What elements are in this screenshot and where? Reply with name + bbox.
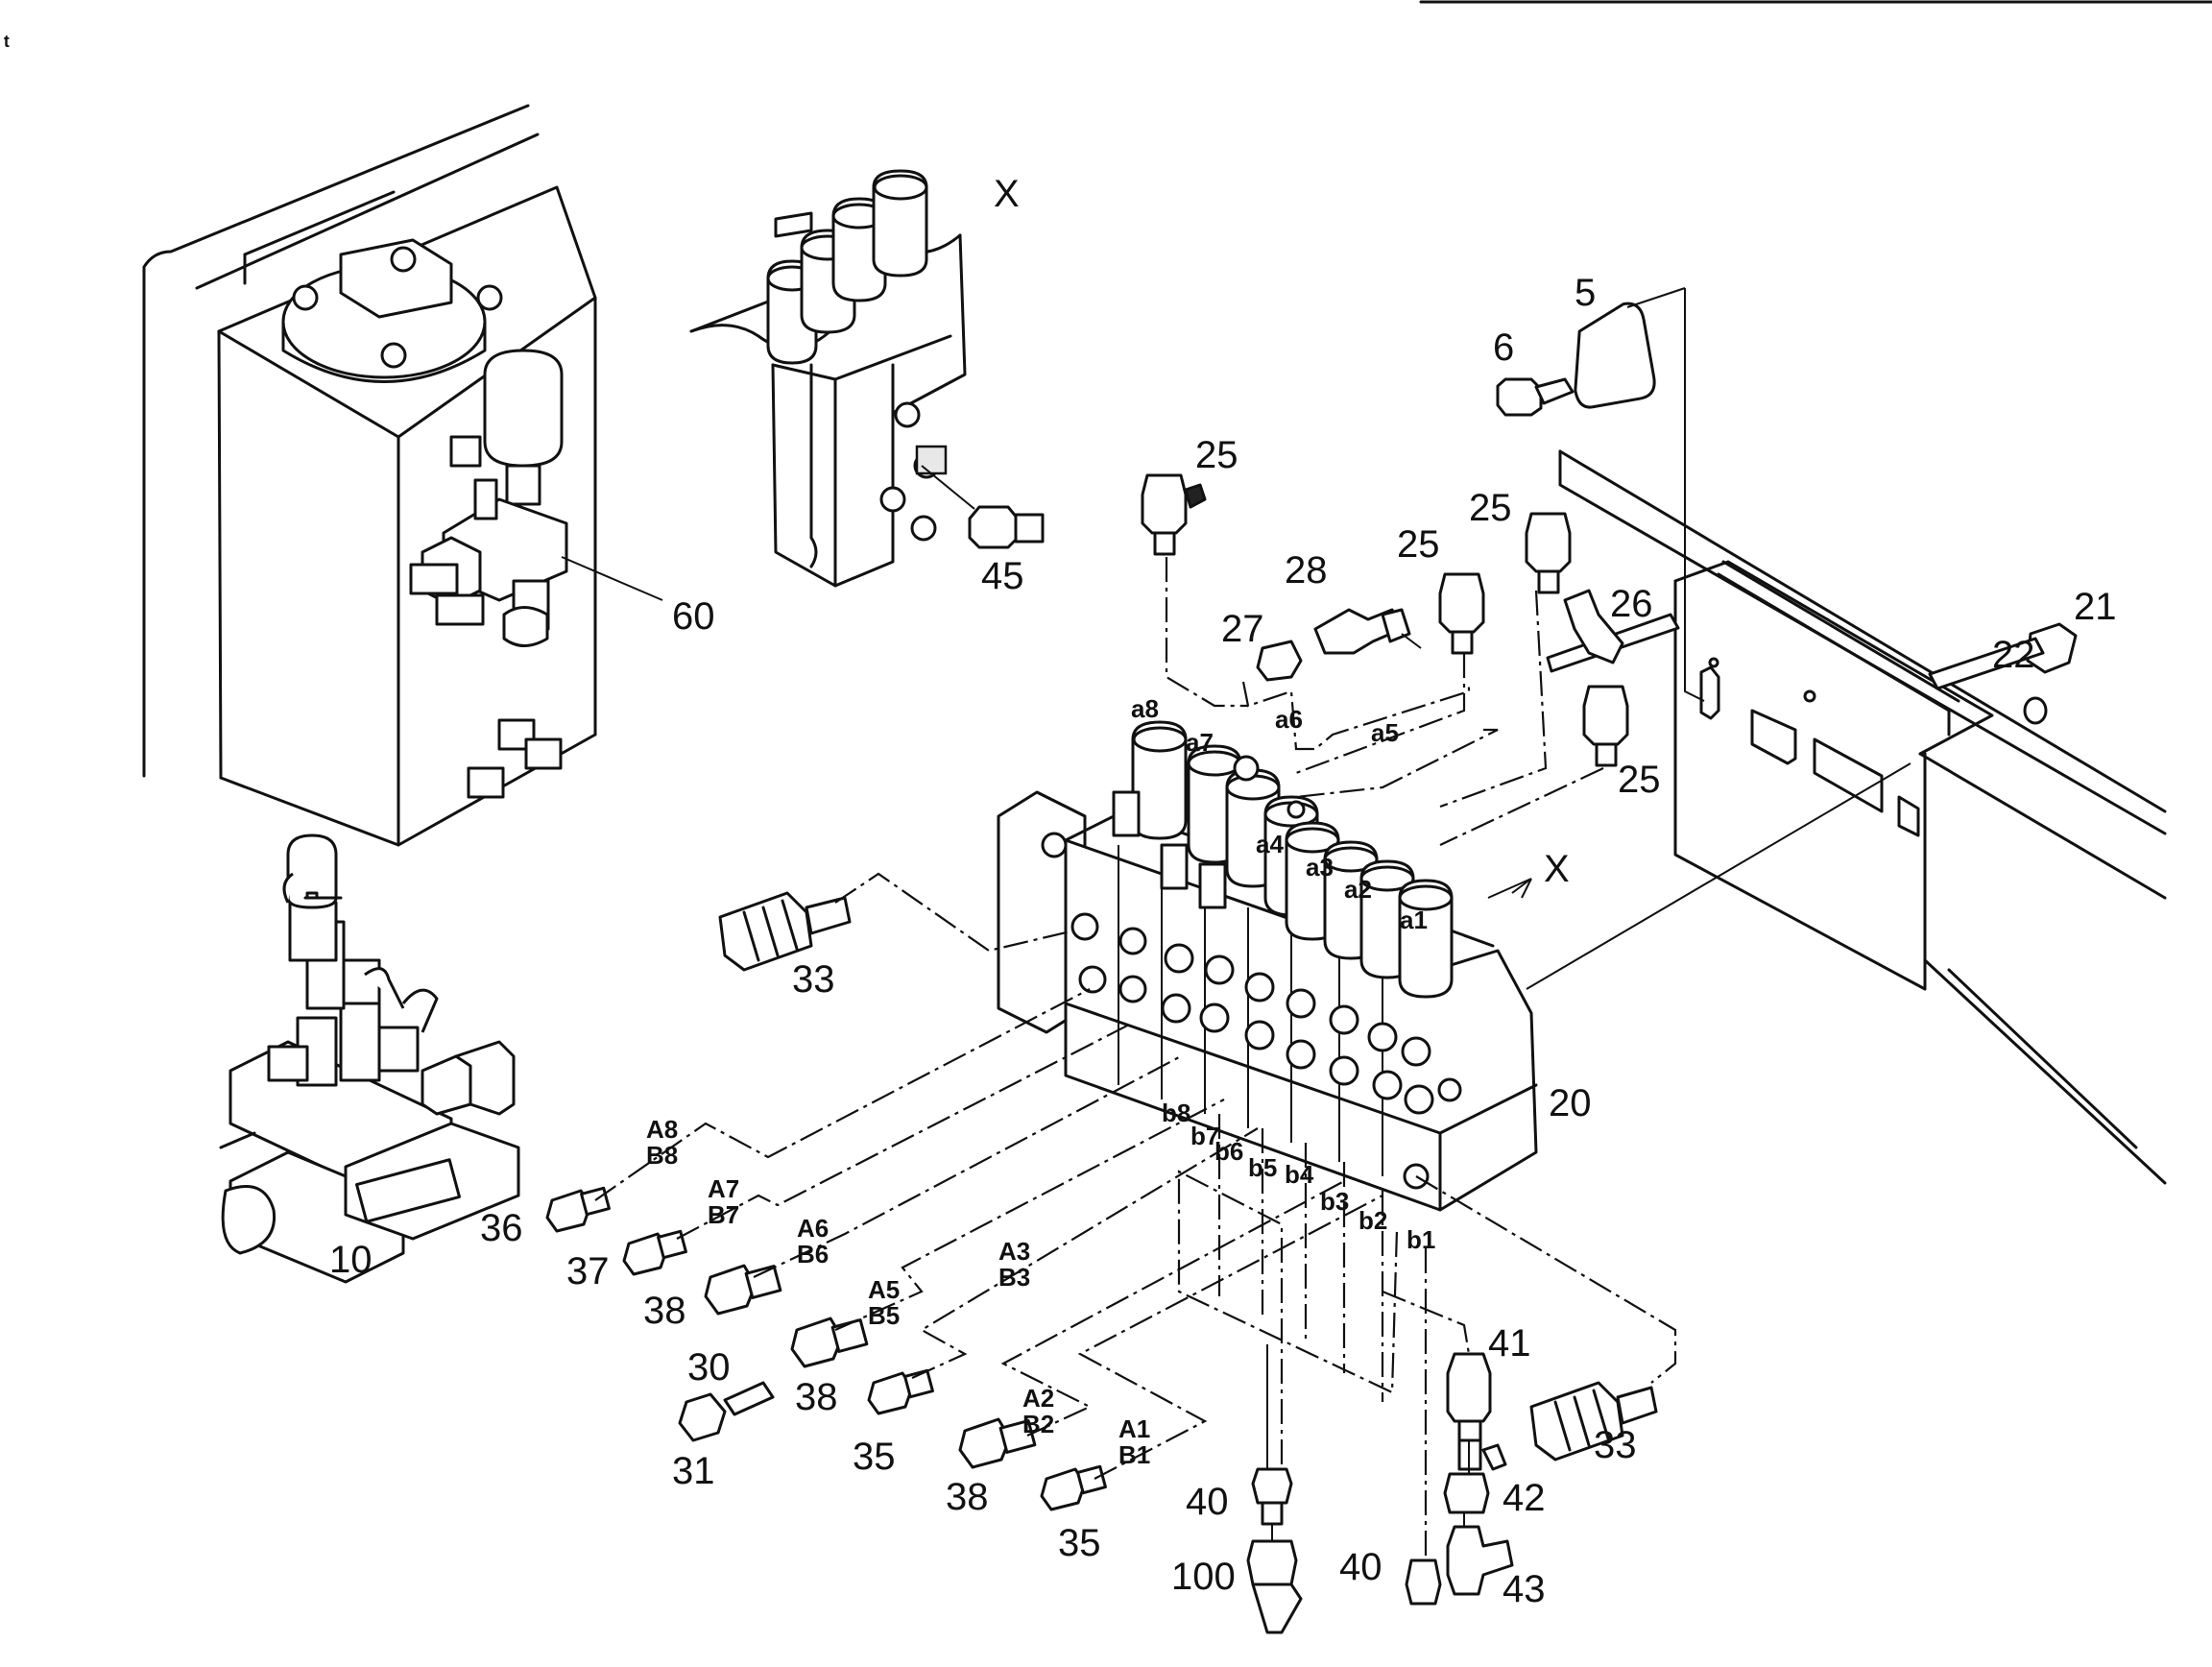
callout-37: 37	[566, 1250, 610, 1293]
fittings	[545, 473, 1658, 1634]
callout-40-a: 40	[1186, 1481, 1229, 1523]
callout-5: 5	[1575, 272, 1596, 314]
callout-35-b: 35	[1058, 1522, 1101, 1564]
port-A2: A2	[1022, 1384, 1054, 1413]
callout-27: 27	[1221, 608, 1264, 650]
callout-100: 100	[1171, 1556, 1236, 1598]
callout-38-a: 38	[643, 1290, 686, 1332]
callout-38-b: 38	[795, 1376, 838, 1418]
port-b5: b5	[1248, 1153, 1277, 1182]
view-x-label: X	[994, 173, 1020, 215]
port-b7: b7	[1190, 1122, 1219, 1150]
callout-33-a: 33	[792, 958, 835, 1001]
port-B7: B7	[708, 1200, 739, 1229]
callout-labels: X X 5 6 10 20 21 22 25 25 25 25 26 27 28…	[329, 173, 2117, 1610]
port-b1: b1	[1407, 1225, 1435, 1254]
port-b3: b3	[1320, 1187, 1349, 1216]
view-x-detail	[689, 169, 1045, 588]
port-B6: B6	[797, 1240, 829, 1268]
port-A8: A8	[646, 1115, 678, 1144]
port-B2: B2	[1022, 1410, 1054, 1438]
port-b6: b6	[1214, 1137, 1243, 1166]
port-A7: A7	[708, 1174, 739, 1203]
callout-41: 41	[1488, 1322, 1531, 1365]
callout-42: 42	[1503, 1477, 1546, 1519]
callout-30: 30	[687, 1346, 731, 1389]
callout-45: 45	[981, 555, 1024, 597]
port-A1: A1	[1118, 1414, 1150, 1443]
callout-21: 21	[2074, 586, 2117, 628]
port-b8: b8	[1162, 1099, 1190, 1127]
port-b2: b2	[1358, 1206, 1387, 1235]
control-valve-block	[997, 720, 1538, 1212]
callout-60: 60	[672, 595, 715, 638]
port-B8: B8	[646, 1141, 678, 1170]
callout-25-d: 25	[1618, 759, 1661, 801]
callout-43: 43	[1503, 1568, 1546, 1610]
callout-10: 10	[329, 1239, 373, 1281]
port-B5: B5	[868, 1301, 900, 1330]
port-B3: B3	[998, 1263, 1030, 1292]
callout-38-c: 38	[946, 1476, 989, 1518]
port-a8: a8	[1131, 694, 1159, 723]
callout-25-c: 25	[1469, 487, 1512, 529]
port-a5: a5	[1371, 718, 1399, 747]
port-a6: a6	[1275, 705, 1303, 734]
port-a7: a7	[1186, 728, 1214, 757]
callout-35-a: 35	[853, 1436, 896, 1478]
callout-31: 31	[672, 1450, 715, 1492]
port-a1: a1	[1400, 906, 1428, 934]
callout-25-b: 25	[1397, 523, 1440, 566]
callout-33-b: 33	[1594, 1424, 1637, 1466]
callout-6: 6	[1493, 326, 1514, 369]
valve-assembly-10	[219, 834, 520, 1284]
port-labels: a1 a2 a3 a4 a5 a6 a7 a8 b1 b2 b3 b4 b5 b…	[646, 694, 1435, 1469]
port-a3: a3	[1306, 853, 1334, 882]
port-A3: A3	[998, 1237, 1030, 1266]
port-A6: A6	[797, 1214, 829, 1243]
leader-lines	[561, 287, 1911, 1556]
port-b4: b4	[1285, 1160, 1314, 1189]
hydraulic-tank	[142, 104, 597, 847]
port-a4: a4	[1256, 830, 1284, 858]
port-B1: B1	[1118, 1440, 1150, 1469]
callout-26: 26	[1610, 583, 1653, 625]
callout-40-b: 40	[1339, 1546, 1382, 1588]
corner-glyph: ᵗ	[4, 30, 10, 59]
callout-20: 20	[1549, 1082, 1592, 1124]
port-A5: A5	[868, 1275, 900, 1304]
callout-36: 36	[480, 1207, 523, 1249]
callout-28: 28	[1285, 549, 1328, 592]
callout-25-a: 25	[1195, 434, 1238, 476]
arrow-x-label: X	[1544, 848, 1570, 890]
port-a2: a2	[1344, 875, 1372, 904]
callout-22: 22	[1992, 634, 2035, 676]
machine-frame	[1496, 302, 2167, 1185]
